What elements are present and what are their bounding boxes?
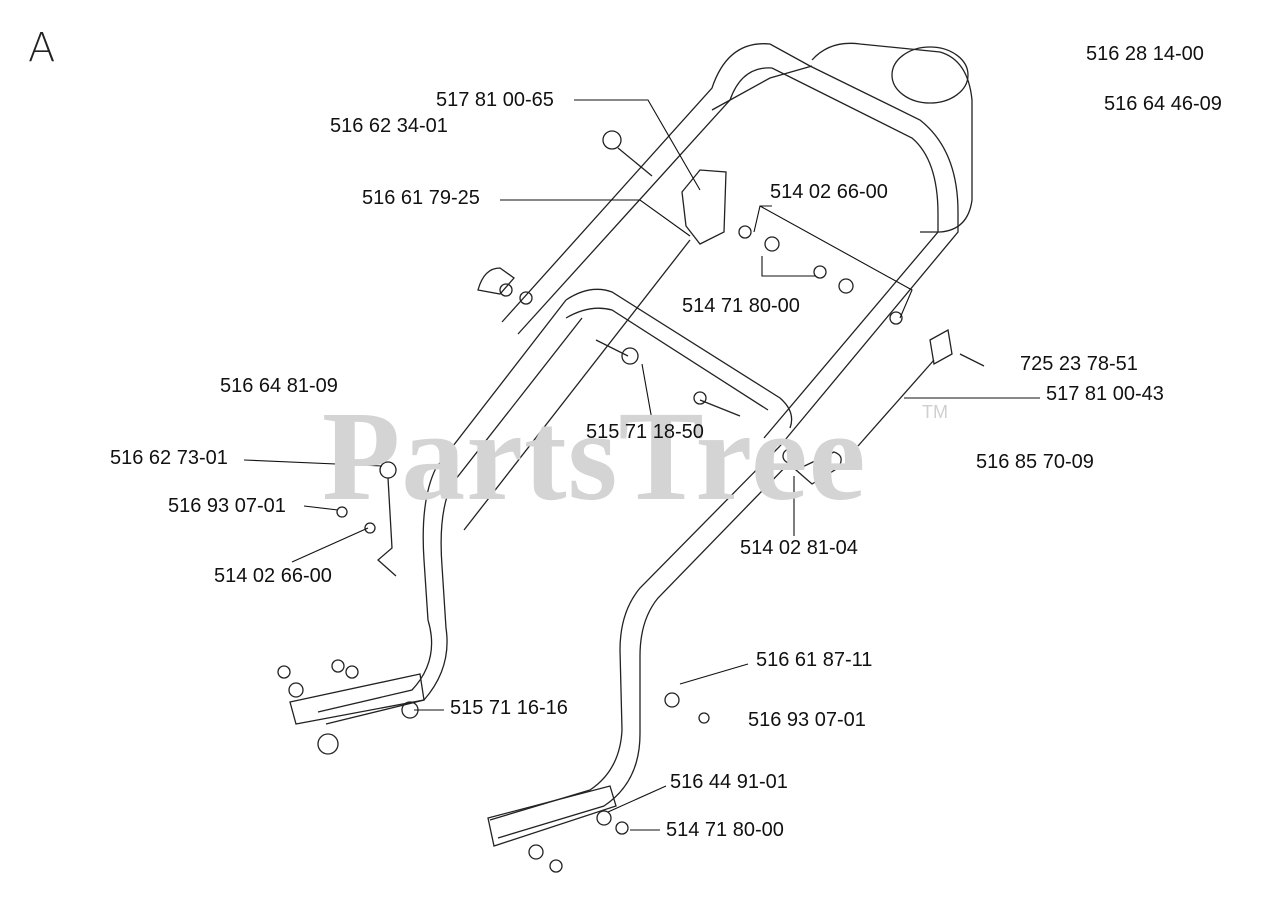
part-label[interactable]: 516 62 34-01 (330, 115, 448, 137)
nut (332, 660, 344, 672)
left-leg-outer (318, 300, 566, 712)
part-label[interactable]: 517 81 00-65 (436, 89, 554, 111)
nut (616, 822, 628, 834)
part-label[interactable]: 514 02 66-00 (770, 181, 888, 203)
lower-handle-left (566, 289, 792, 428)
trademark-symbol: TM (922, 402, 948, 422)
grass-bag-outline (812, 43, 972, 232)
left-foot-plate (290, 674, 424, 724)
plug (665, 693, 679, 707)
part-label[interactable]: 725 23 78-51 (1020, 353, 1138, 375)
nut (337, 507, 347, 517)
washer (890, 312, 902, 324)
eye-bolt-shaft (618, 148, 652, 176)
part-label[interactable]: 516 61 87-11 (756, 649, 873, 671)
part-label[interactable]: 516 93 07-01 (168, 495, 286, 517)
screw-right (960, 354, 984, 366)
washer (520, 292, 532, 304)
leader (304, 506, 338, 510)
section-letter: A (28, 25, 56, 71)
washer (365, 523, 375, 533)
nut (500, 284, 512, 296)
cable-clip (930, 330, 952, 364)
washer (814, 266, 826, 278)
cable-right (858, 360, 934, 446)
part-label[interactable]: 514 02 66-00 (214, 565, 332, 587)
hex-bolt (700, 400, 740, 416)
washer (739, 226, 751, 238)
washer (783, 449, 797, 463)
nut (765, 237, 779, 251)
upper-handle-outer (502, 44, 958, 446)
right-leg-outer (490, 446, 780, 820)
part-label[interactable]: 514 71 80-00 (666, 819, 784, 841)
part-label[interactable]: 517 81 00-43 (1046, 383, 1164, 405)
partstree-watermark: PartsTree (322, 385, 867, 527)
part-label[interactable]: 514 02 81-04 (740, 537, 858, 559)
leader (760, 206, 912, 318)
right-foot-plate (488, 786, 616, 846)
right-leg-inner (498, 456, 796, 838)
part-label[interactable]: 516 64 81-09 (220, 375, 338, 397)
leader (680, 664, 748, 684)
nut (550, 860, 562, 872)
part-label[interactable]: 516 64 46-09 (1104, 93, 1222, 115)
washer (529, 845, 543, 859)
control-cable (464, 240, 690, 530)
upper-crossbar (712, 66, 812, 110)
leader (244, 460, 382, 466)
washer (597, 811, 611, 825)
part-label[interactable]: 516 61 79-25 (362, 187, 480, 209)
cam-lever (378, 478, 396, 576)
part-label[interactable]: 516 85 70-09 (976, 451, 1094, 473)
carriage-bolt-head (622, 348, 638, 364)
part-label[interactable]: 516 93 07-01 (748, 709, 866, 731)
eye-bolt (603, 131, 621, 149)
nut (839, 279, 853, 293)
knob (318, 734, 338, 754)
grass-bag-top (892, 47, 968, 103)
washer (289, 683, 303, 697)
leader (292, 528, 368, 562)
part-label[interactable]: 516 44 91-01 (670, 771, 788, 793)
leader (754, 206, 772, 232)
part-label[interactable]: 515 71 16-16 (450, 697, 568, 719)
part-label[interactable]: 515 71 18-50 (586, 421, 704, 443)
throttle-control (682, 170, 726, 244)
upper-handle-inner (518, 68, 938, 438)
knob-left (478, 268, 514, 294)
knob-right (796, 452, 841, 484)
leader (574, 100, 700, 190)
lower-handle-left-inner (566, 308, 768, 410)
part-label[interactable]: 516 62 73-01 (110, 447, 228, 469)
part-label[interactable]: 514 71 80-00 (682, 295, 800, 317)
nut (278, 666, 290, 678)
washer (346, 666, 358, 678)
leader (608, 786, 666, 812)
screw (699, 713, 709, 723)
leader (762, 256, 816, 276)
hex-bolt-head (694, 392, 706, 404)
leader (500, 200, 690, 236)
left-leg-inner (326, 318, 582, 724)
leader (642, 364, 652, 420)
part-label[interactable]: 516 28 14-00 (1086, 43, 1204, 65)
